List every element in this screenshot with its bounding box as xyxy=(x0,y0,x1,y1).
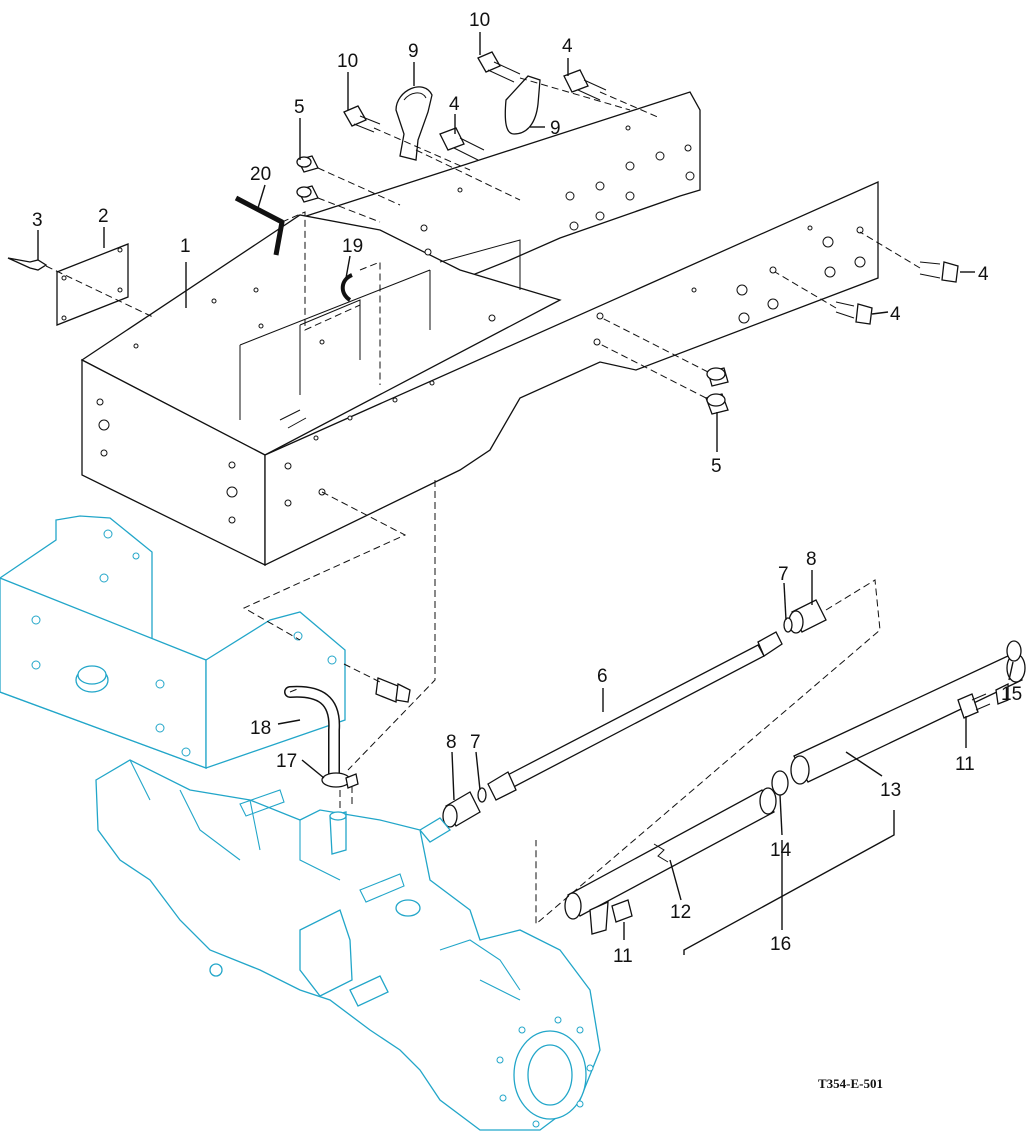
callout-17: 17 xyxy=(276,751,297,772)
front-bracket xyxy=(0,515,346,769)
bolt-4-a xyxy=(563,69,607,101)
callout-4-top: 4 xyxy=(562,36,573,57)
bolt-10-a xyxy=(477,51,521,83)
callout-4-right-lower: 4 xyxy=(890,304,901,325)
plug-upper xyxy=(296,155,319,203)
callout-16: 16 xyxy=(770,934,791,955)
bolt-11-front xyxy=(611,899,633,923)
plug-lower xyxy=(705,367,729,415)
coupling-rear xyxy=(788,599,827,634)
callout-9-lower: 9 xyxy=(550,118,561,139)
bolt-4-d xyxy=(835,301,873,325)
callout-10-left: 10 xyxy=(337,51,358,72)
bracket-right xyxy=(504,75,541,135)
callout-7-lower: 7 xyxy=(470,732,481,753)
drive-shaft xyxy=(487,631,783,801)
callout-8-lower: 8 xyxy=(446,732,457,753)
seal-ring-14 xyxy=(771,770,789,796)
o-ring-front xyxy=(477,787,487,803)
callout-1: 1 xyxy=(180,236,191,257)
callout-12: 12 xyxy=(670,902,691,923)
callout-10-top: 10 xyxy=(469,10,490,31)
callout-15: 15 xyxy=(1001,684,1022,705)
callout-18: 18 xyxy=(250,718,271,739)
callout-20: 20 xyxy=(250,164,271,185)
o-ring-rear xyxy=(783,617,793,633)
axle-housing xyxy=(95,759,601,1131)
bracket-left xyxy=(395,86,433,161)
shaft-tube-front xyxy=(564,787,777,935)
seal-ring-15 xyxy=(1006,640,1022,662)
callout-13: 13 xyxy=(880,780,901,801)
callout-11-right: 11 xyxy=(955,754,975,775)
callout-8-upper: 8 xyxy=(806,549,817,570)
callout-6: 6 xyxy=(597,666,608,687)
callout-5-lower: 5 xyxy=(711,456,722,477)
callout-2: 2 xyxy=(98,206,109,227)
main-frame xyxy=(80,91,879,567)
rivet xyxy=(7,257,48,271)
callout-5-upper: 5 xyxy=(294,97,305,118)
callout-9-upper: 9 xyxy=(408,41,419,62)
callout-4-mid: 4 xyxy=(449,94,460,115)
hose-clamp xyxy=(321,772,359,789)
bolt-10-b xyxy=(343,105,381,133)
name-plate xyxy=(56,243,129,326)
bolt-4-c xyxy=(919,261,959,283)
coupling-front xyxy=(442,791,481,828)
callout-19: 19 xyxy=(342,236,363,257)
shaft-tube-rear xyxy=(790,653,1026,785)
callout-14: 14 xyxy=(770,840,792,861)
callout-7-upper: 7 xyxy=(778,564,789,585)
callout-11-bottom: 11 xyxy=(613,946,633,967)
drawing-code: T354-E-501 xyxy=(818,1076,883,1091)
callout-3: 3 xyxy=(32,210,43,231)
hose-clip xyxy=(340,273,353,302)
bracket-bolt xyxy=(375,677,411,703)
bolt-4-b xyxy=(439,127,485,161)
bolt-11-rear xyxy=(957,693,991,719)
callout-4-right-upper: 4 xyxy=(978,264,989,285)
